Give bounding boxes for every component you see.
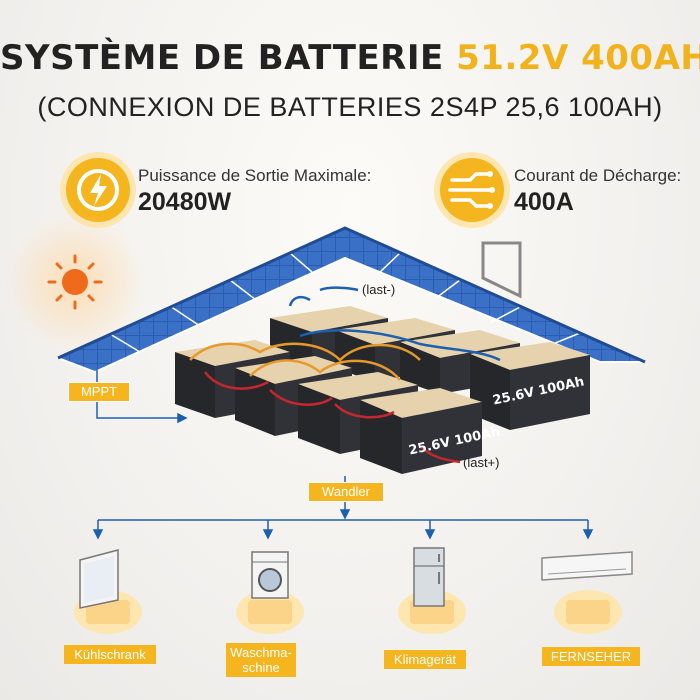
mppt-tag: MPPT <box>68 382 130 402</box>
sun-icon <box>5 212 145 352</box>
title-accent: 51.2V 400AH <box>456 38 700 78</box>
lightning-bolt-icon <box>66 158 130 222</box>
circuit-lines-icon <box>440 158 504 222</box>
battery-back-4 <box>470 342 590 430</box>
page-subtitle: (CONNEXION DE BATTERIES 2S4P 25,6 100AH) <box>37 92 663 122</box>
stat-value-power: 20480W <box>138 188 232 216</box>
appliance-label-2: Waschma- schine <box>226 643 296 677</box>
wiring <box>189 286 501 464</box>
wire-label-negative: (last-) <box>362 282 396 297</box>
stat-value-current: 400A <box>514 188 574 216</box>
washing-machine-icon <box>236 551 304 634</box>
air-conditioner-icon <box>541 551 633 634</box>
page-title: SYSTÈME DE BATTERIE 51.2V 400AH <box>0 38 700 78</box>
connector-lines <box>92 370 594 540</box>
chimney <box>481 241 522 299</box>
inverter-tag: Wandler <box>308 482 384 502</box>
appliance-label-3: Klimagerät <box>384 650 466 669</box>
refrigerator-display-icon <box>74 549 142 634</box>
battery-front-4 <box>360 388 482 474</box>
wire-label-positive: (last+) <box>463 455 500 470</box>
stat-label-power: Puissance de Sortie Maximale: <box>138 166 372 185</box>
title-main: SYSTÈME DE BATTERIE <box>0 38 457 78</box>
stat-label-current: Courant de Décharge: <box>514 166 682 185</box>
fridge-icon <box>398 547 466 634</box>
appliance-label-1: Kühlschrank <box>64 645 156 664</box>
appliance-label-4: FERNSEHER <box>542 647 640 666</box>
solar-roof <box>55 226 646 374</box>
